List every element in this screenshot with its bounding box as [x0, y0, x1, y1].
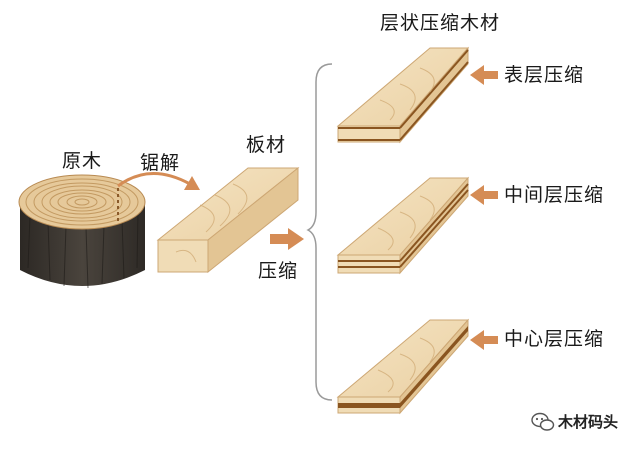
- sawing-arrow: [117, 172, 200, 190]
- board: [156, 166, 300, 274]
- middle-compressed-board: [336, 176, 470, 275]
- wechat-icon: [531, 412, 555, 431]
- center-label: 中心层压缩: [504, 328, 605, 350]
- middle-pointer-arrow: [470, 185, 498, 205]
- layered-title: 层状压缩木材: [380, 12, 501, 34]
- compress-arrow: [270, 228, 304, 250]
- log: [18, 174, 146, 289]
- surface-label: 表层压缩: [504, 64, 585, 86]
- center-compressed-board: [336, 318, 470, 415]
- sawing-label: 锯解: [140, 152, 181, 174]
- center-pointer-arrow: [470, 330, 498, 350]
- watermark-brand: 木材码头: [558, 413, 619, 431]
- surface-compressed-board: [336, 46, 470, 144]
- compress-label: 压缩: [258, 260, 299, 282]
- bracket: [306, 63, 333, 401]
- log-label: 原木: [62, 150, 103, 172]
- surface-pointer-arrow: [470, 65, 498, 85]
- middle-label: 中间层压缩: [504, 184, 605, 206]
- board-label: 板材: [246, 134, 287, 156]
